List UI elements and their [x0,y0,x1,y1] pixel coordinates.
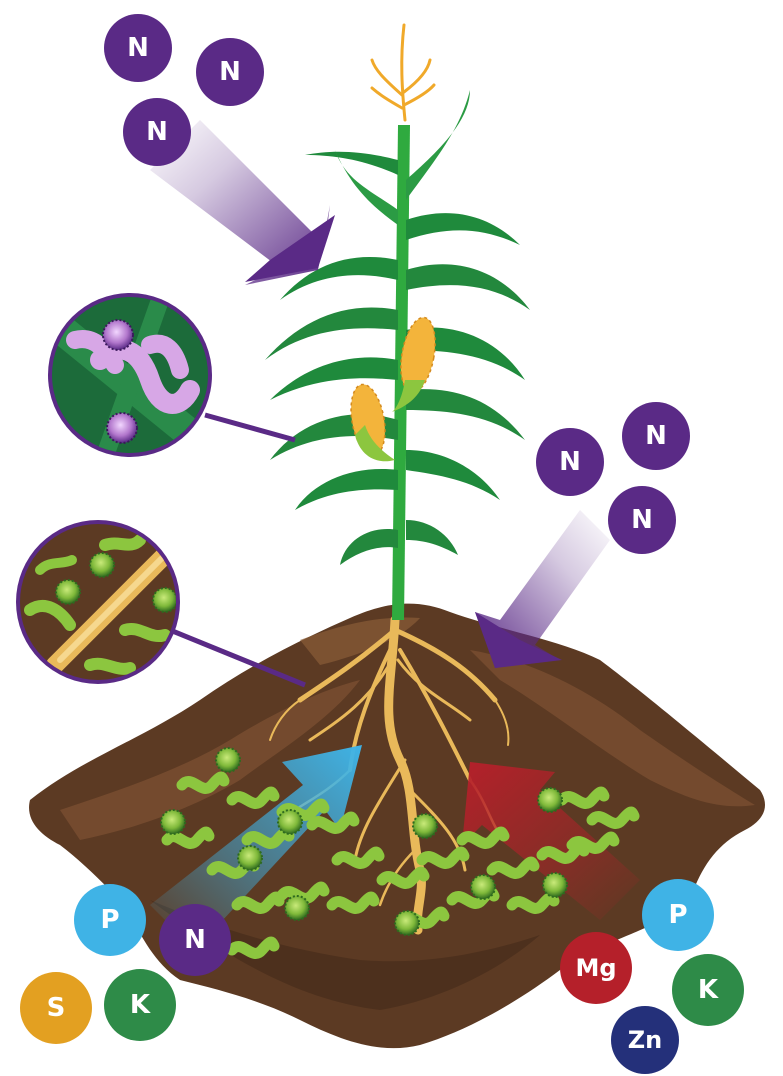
svg-text:N: N [645,421,667,451]
soil-sphere-microbe [395,911,419,935]
svg-text:N: N [127,33,149,63]
potassium-badge: K [104,969,176,1041]
svg-text:P: P [100,905,119,935]
svg-text:S: S [47,993,66,1023]
soil-sphere-microbe [161,810,185,834]
soil-sphere-microbe [471,875,495,899]
zinc-badge: Zn [611,1006,679,1074]
magnesium-badge: Mg [560,932,632,1004]
potassium-badge: K [672,954,744,1026]
sulfur-badge: S [20,972,92,1044]
svg-text:N: N [631,505,653,535]
corn-plant-icon [265,25,530,620]
svg-text:Zn: Zn [628,1026,663,1054]
svg-text:Mg: Mg [575,954,616,982]
soil-sphere-microbe [413,814,437,838]
svg-text:N: N [219,57,241,87]
soil-sphere-microbe [285,896,309,920]
svg-text:P: P [668,900,687,930]
svg-text:N: N [559,447,581,477]
svg-text:K: K [130,990,151,1020]
soil-sphere-microbe [538,788,562,812]
nitrogen-badge: N [159,904,231,976]
root-microbe-inset-icon [10,515,305,695]
leaf-microbe-inset-icon [40,290,295,470]
nutrient-badges-right: N N N [536,402,690,554]
nitrogen-badge: N [123,98,191,166]
nitrogen-badge: N [104,14,172,82]
soil-sphere-microbe [216,748,240,772]
soil-sphere-microbe [543,873,567,897]
soil-sphere-microbe [238,846,262,870]
svg-text:K: K [698,975,719,1005]
svg-text:N: N [184,925,206,955]
phosphorus-badge: P [74,884,146,956]
nitrogen-badge: N [536,428,604,496]
nitrogen-badge: N [608,486,676,554]
svg-text:N: N [146,117,168,147]
phosphorus-badge: P [642,879,714,951]
nutrient-badges-bottom-left: P N S K [20,884,231,1044]
soil-sphere-microbe [278,810,302,834]
nutrient-badges-top-left: N N N [104,14,264,166]
nitrogen-badge: N [622,402,690,470]
nitrogen-badge: N [196,38,264,106]
